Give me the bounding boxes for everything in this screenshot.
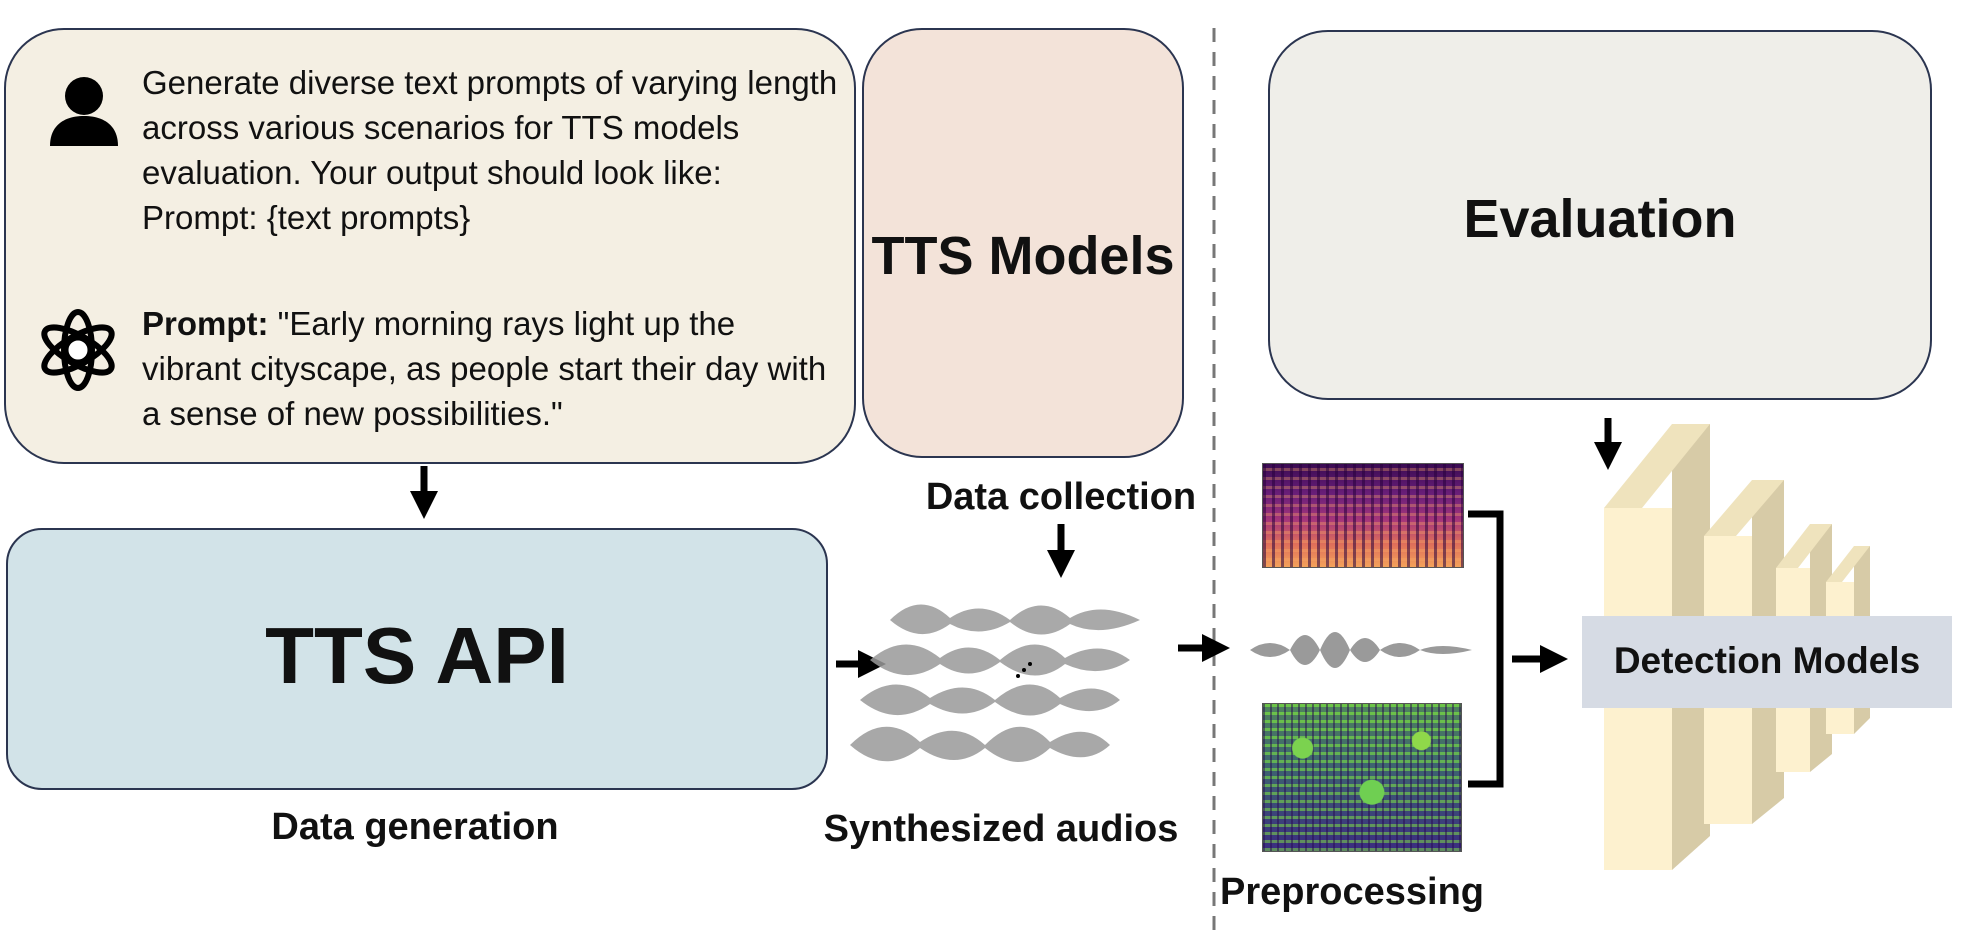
tts-models-title: TTS Models bbox=[871, 226, 1175, 286]
data-generation-label: Data generation bbox=[271, 806, 559, 848]
preprocessing-bracket bbox=[1468, 510, 1504, 788]
prompt-panel bbox=[4, 28, 856, 464]
synthesized-audios-label: Synthesized audios bbox=[823, 808, 1179, 850]
evaluation-title: Evaluation bbox=[1463, 189, 1737, 249]
gpt-response: Prompt: "Early morning rays light up the… bbox=[142, 301, 842, 436]
tts-models-box bbox=[862, 28, 1184, 458]
feature-spectrogram bbox=[1262, 703, 1462, 852]
openai-icon bbox=[41, 309, 115, 391]
tts-api-title: TTS API bbox=[265, 611, 569, 700]
preprocessing-label: Preprocessing bbox=[1220, 871, 1484, 913]
tts-api-box bbox=[6, 528, 828, 790]
detection-label-box bbox=[1582, 616, 1952, 708]
user-icon bbox=[50, 77, 118, 146]
user-prompt-format: Prompt: {text prompts} bbox=[142, 199, 471, 236]
synthesized-waveforms bbox=[850, 604, 1140, 762]
user-prompt: Generate diverse text prompts of varying… bbox=[142, 60, 842, 240]
waveform bbox=[1250, 632, 1472, 668]
gpt-prompt-label: Prompt: bbox=[142, 305, 269, 342]
mel-spectrogram bbox=[1262, 463, 1464, 568]
gpt-prompt-text: "Early morning rays light up the vibrant… bbox=[142, 305, 827, 432]
section-divider bbox=[1212, 28, 1216, 938]
detection-models-label: Detection Models bbox=[1613, 640, 1921, 681]
data-collection-label: Data collection bbox=[925, 476, 1197, 518]
user-prompt-text: Generate diverse text prompts of varying… bbox=[142, 64, 838, 191]
evaluation-box bbox=[1268, 30, 1932, 400]
